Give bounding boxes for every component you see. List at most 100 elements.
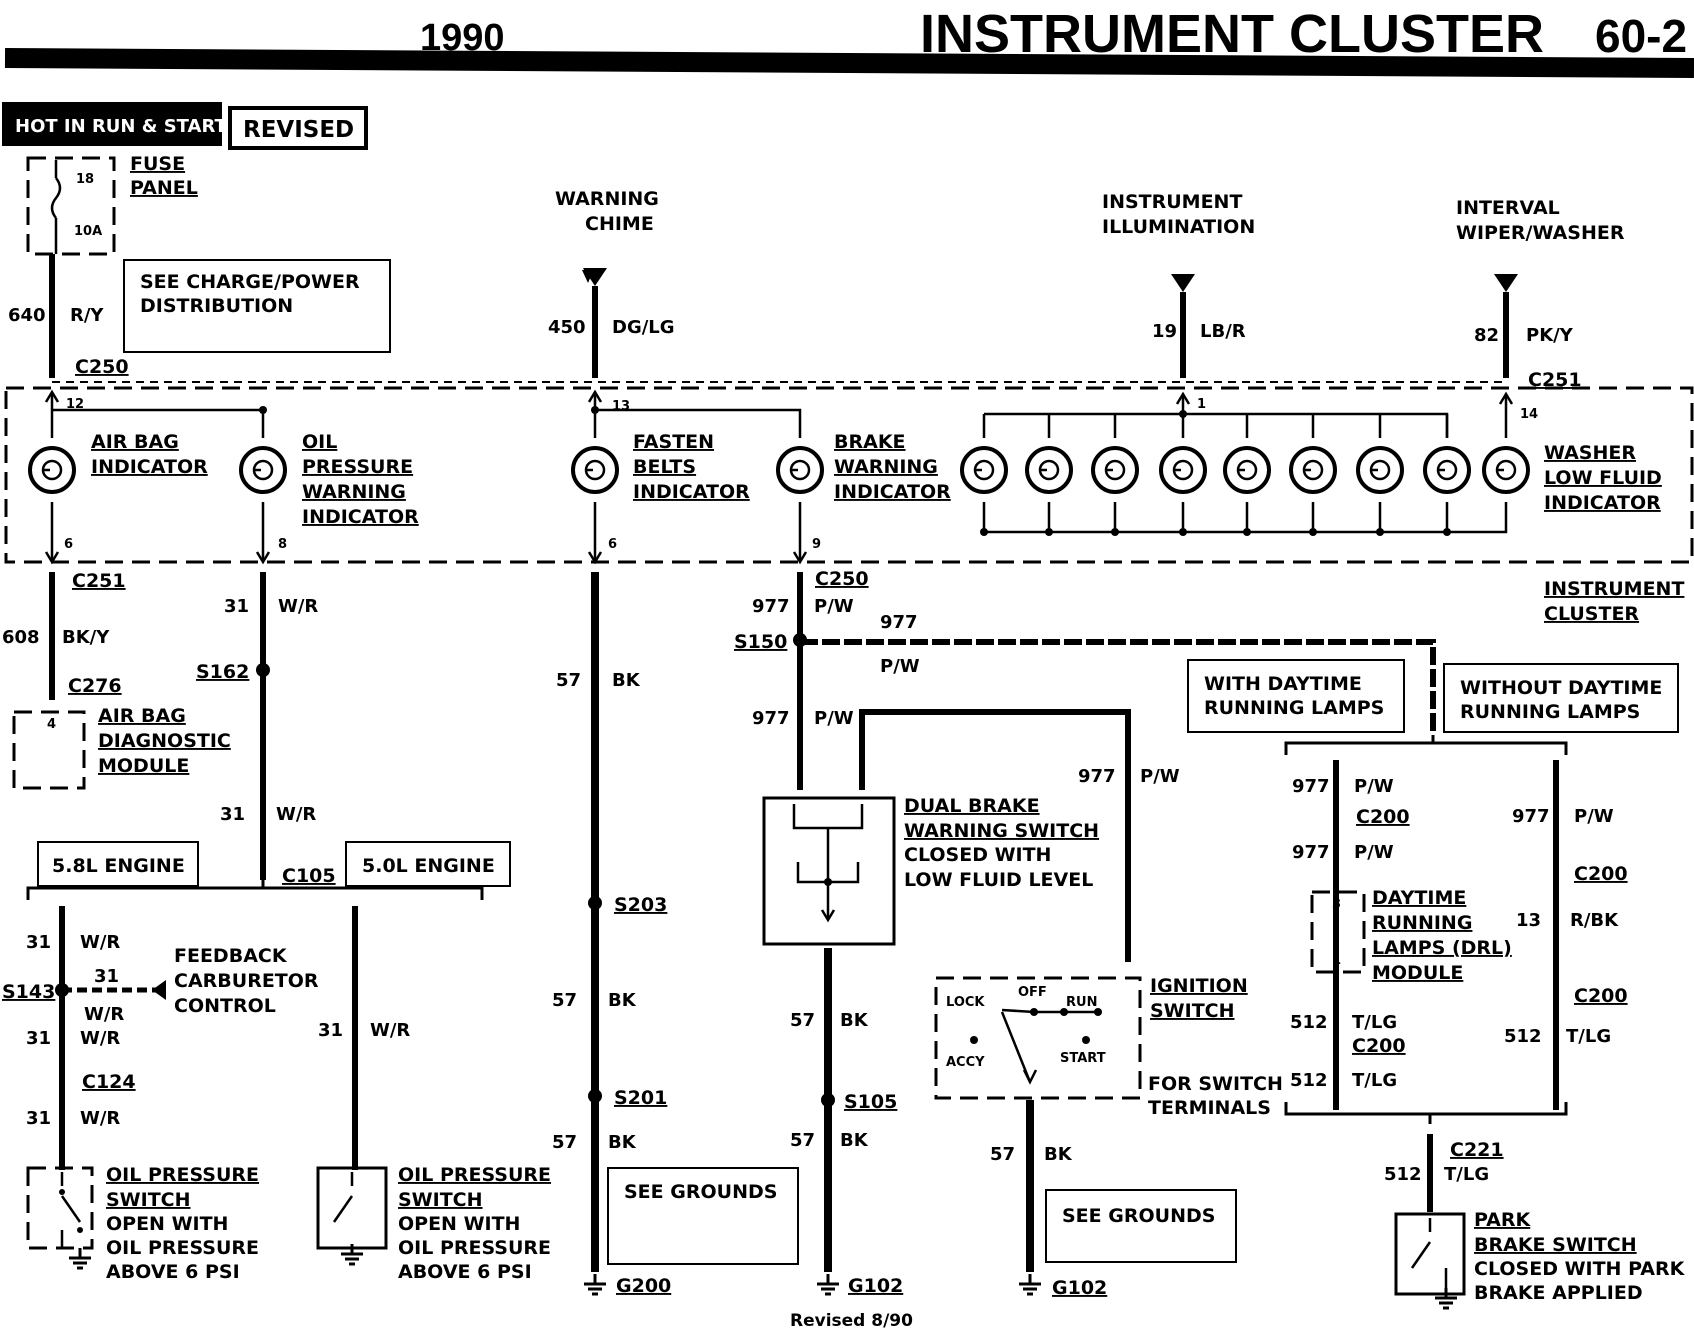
oil-pressure-switch-58l: OIL PRESSURE SWITCH OPEN WITH OIL PRESSU…	[26, 1164, 259, 1283]
ign-accy-label: ACCY	[946, 1055, 985, 1070]
brake-indicator-label-2: WARNING	[834, 456, 938, 478]
cluster-bulb-icon	[1356, 446, 1404, 494]
feedback-arrow	[152, 980, 166, 1000]
wire-512-color-3: T/LG	[1566, 1026, 1611, 1047]
wiper-source-arrow	[1494, 274, 1518, 292]
instrument-cluster-label-2: CLUSTER	[1544, 603, 1639, 625]
splice-s201-label: S201	[614, 1087, 667, 1109]
wire-31-number-2: 31	[220, 804, 245, 825]
pin-6-airbag: 6	[64, 537, 73, 552]
wire-512-number-1: 512	[1290, 1012, 1328, 1033]
fasten-belts-bulb-icon	[571, 446, 619, 494]
park-brake-bracket	[1284, 1102, 1568, 1124]
wire-977-number-3: 977	[752, 708, 790, 729]
see-grounds-label-2: SEE GROUNDS	[1062, 1205, 1215, 1227]
wire-450-number: 450	[548, 317, 586, 338]
wire-13-number: 13	[1516, 910, 1541, 931]
cluster-pin-numbers: 12 13 1 14 6 8 6 9	[64, 397, 1538, 552]
wire-640-color: R/Y	[70, 305, 104, 326]
wire-31-color-1: W/R	[278, 596, 318, 617]
charge-note-2: DISTRIBUTION	[140, 295, 293, 317]
header: 1990 INSTRUMENT CLUSTER 60-2	[4, 4, 1694, 78]
ignition-label-3: FOR SWITCH	[1148, 1073, 1283, 1095]
drl-module: 3 1 DAYTIME RUNNING LAMPS (DRL) MODULE	[1310, 887, 1512, 984]
ops50-label-2: SWITCH	[398, 1189, 483, 1211]
belts-indicator-label-1: FASTEN	[633, 431, 714, 453]
wire-977-color-5: P/W	[1354, 776, 1394, 797]
wire-31-color-2: W/R	[276, 804, 316, 825]
illumination-label-1: INSTRUMENT	[1102, 191, 1242, 213]
wire-977-number-2: 977	[880, 612, 918, 633]
ops58-label-5: ABOVE 6 PSI	[106, 1261, 240, 1283]
brake-warning-bulb-icon	[776, 446, 824, 494]
oil-indicator-label-4: INDICATOR	[302, 506, 419, 528]
wire-977-number-5: 977	[1292, 776, 1330, 797]
cluster-bulb-icon	[1423, 446, 1471, 494]
wire-31-number-4: 31	[94, 966, 119, 987]
wire-31-number-1: 31	[224, 596, 249, 617]
air-bag-diagnostic-module: 4 AIR BAG DIAGNOSTIC MODULE	[12, 705, 231, 790]
wire-977-drl-trunk	[800, 639, 1436, 735]
park-brake-label-2: BRAKE SWITCH	[1474, 1234, 1637, 1256]
connector-c200-3: C200	[1574, 863, 1628, 885]
wire-31-color-3: W/R	[80, 932, 120, 953]
splice-s143-label: S143	[2, 981, 55, 1003]
cluster-indicator-labels: AIR BAG INDICATOR OIL PRESSURE WARNING I…	[91, 431, 1684, 625]
wire-57-color-4: BK	[840, 1010, 869, 1031]
charge-power-note: SEE CHARGE/POWER DISTRIBUTION	[123, 259, 391, 353]
drl-bracket	[1284, 735, 1568, 755]
pin-6-belts: 6	[608, 537, 617, 552]
with-drl-label-1: WITH DAYTIME	[1204, 673, 1362, 695]
connector-c200-1: C200	[1356, 806, 1410, 828]
wire-977-color-2: P/W	[880, 656, 920, 677]
park-brake-label-3: CLOSED WITH PARK	[1474, 1258, 1686, 1280]
connector-c276: C276	[68, 675, 122, 697]
cluster-bulb-icon	[1091, 446, 1139, 494]
pin-9: 9	[812, 537, 821, 552]
abdm-label-2: DIAGNOSTIC	[98, 730, 231, 752]
connector-c200-4: C200	[1574, 985, 1628, 1007]
wire-512-number-2: 512	[1290, 1070, 1328, 1091]
connector-c124: C124	[82, 1071, 136, 1093]
ops50-label-3: OPEN WITH	[398, 1213, 520, 1235]
dbw-label-3: CLOSED WITH	[904, 844, 1051, 866]
connector-c250-bottom: C250	[815, 568, 869, 590]
ground-icon	[1433, 1286, 1459, 1310]
engine-50-label: 5.0L ENGINE	[362, 855, 495, 877]
oil-pressure-switch-50l: OIL PRESSURE SWITCH OPEN WITH OIL PRESSU…	[316, 1164, 551, 1283]
oil-indicator-label-3: WARNING	[302, 481, 406, 503]
wire-512-color-4: T/LG	[1444, 1164, 1489, 1185]
splice-s203-label: S203	[614, 894, 667, 916]
wire-57-number-3: 57	[552, 1132, 577, 1153]
ignition-label-1: IGNITION	[1150, 975, 1248, 997]
splice-s105	[821, 1093, 835, 1107]
abdm-label-1: AIR BAG	[98, 705, 186, 727]
with-drl-label-2: RUNNING LAMPS	[1204, 697, 1384, 719]
wire-640-number: 640	[8, 305, 46, 326]
wire-19-color: LB/R	[1200, 321, 1246, 342]
oil-pressure-bulb-icon	[239, 446, 287, 494]
without-drl-label-1: WITHOUT DAYTIME	[1460, 677, 1662, 699]
ops58-label-4: OIL PRESSURE	[106, 1237, 259, 1259]
wire-31-color-6: W/R	[80, 1108, 120, 1129]
ign-off-label: OFF	[1018, 985, 1047, 1000]
chime-source-arrow	[582, 268, 607, 286]
wire-57-color-2: BK	[608, 990, 637, 1011]
drl-label-4: MODULE	[1372, 962, 1463, 984]
instrument-cluster-boundary	[4, 386, 1694, 564]
pin-13: 13	[612, 399, 630, 414]
dual-brake-warning-switch: DUAL BRAKE WARNING SWITCH CLOSED WITH LO…	[762, 795, 1099, 946]
drl-label-2: RUNNING	[1372, 912, 1472, 934]
revised-label: REVISED	[243, 117, 354, 143]
wire-977-number-1: 977	[752, 596, 790, 617]
warning-chime-label-2: CHIME	[585, 213, 654, 235]
with-drl-box	[1187, 659, 1405, 733]
pin-4: 4	[47, 717, 56, 732]
wire-57-color-5: BK	[840, 1130, 869, 1151]
pin-1: 1	[1197, 397, 1206, 412]
wire-977-number-6: 977	[1292, 842, 1330, 863]
without-drl-label-2: RUNNING LAMPS	[1460, 701, 1640, 723]
abdm-label-3: MODULE	[98, 755, 189, 777]
wiper-label-2: WIPER/WASHER	[1456, 222, 1625, 244]
